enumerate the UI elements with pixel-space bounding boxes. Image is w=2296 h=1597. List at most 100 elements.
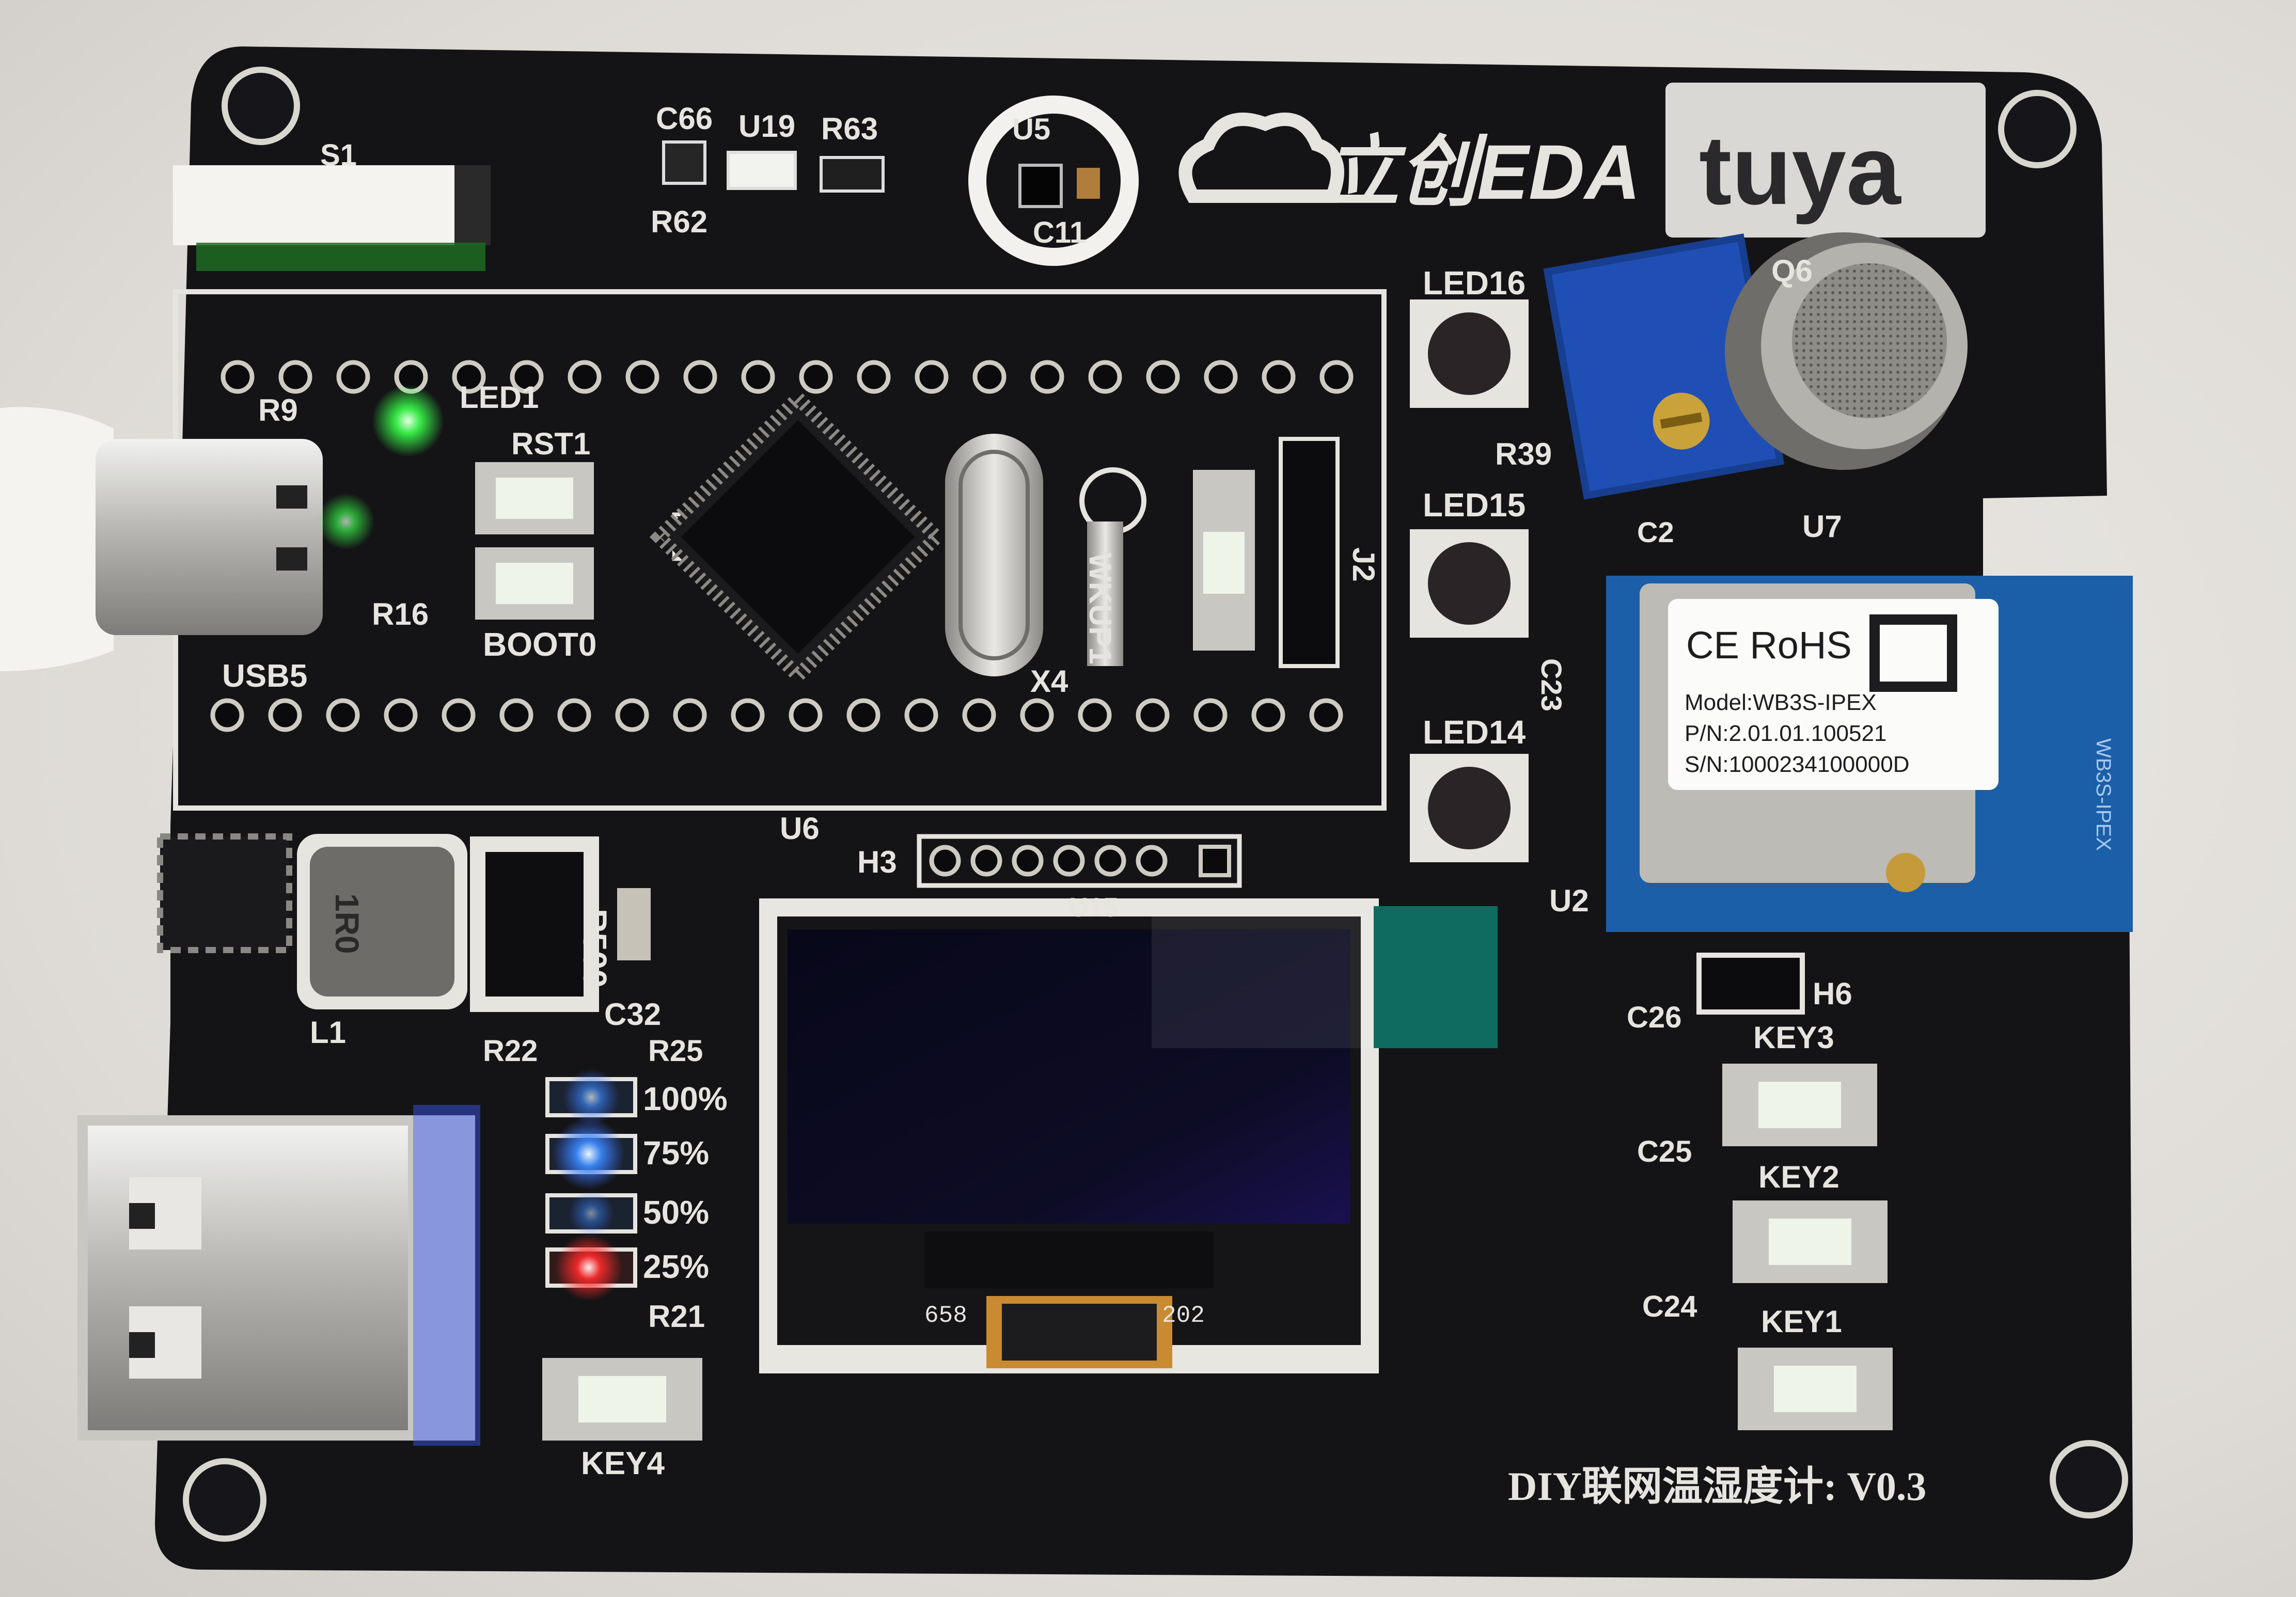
label-l1: L1: [310, 1015, 346, 1050]
module-model: Model:WB3S-IPEX: [1685, 690, 1877, 715]
key1-button-cap[interactable]: [1774, 1366, 1857, 1412]
label-c32: C32: [604, 997, 661, 1032]
module-side-text: WB3S-IPEX: [2092, 738, 2115, 851]
mount-hole-bottom-left: [183, 1458, 266, 1542]
header-h3-pins: [929, 845, 1231, 877]
cap-c11: [1077, 168, 1100, 199]
label-u5: U5: [1012, 113, 1050, 146]
key2-button-cap[interactable]: [1769, 1219, 1851, 1265]
header-j2: [1279, 437, 1340, 668]
label-c2: C2: [1637, 516, 1674, 548]
oled-screen: [788, 929, 1350, 1224]
battery-label-50: 50%: [643, 1194, 709, 1231]
key4-button-cap[interactable]: [578, 1376, 666, 1422]
slide-switch-s1[interactable]: [173, 165, 491, 245]
label-r63: R63: [821, 112, 878, 146]
label-q6: Q6: [1771, 254, 1813, 288]
battery-led-75-glow: [553, 1118, 625, 1190]
oled-pull-tab: [1374, 906, 1498, 1048]
label-boot0: BOOT0: [483, 626, 596, 663]
board-title: DIY联网温湿度计: V0.3: [1508, 1464, 1926, 1509]
label-j2: J2: [1346, 547, 1381, 582]
module-ce-rohs: CE RoHS: [1686, 624, 1852, 667]
usb-a-hole-bottom: [129, 1332, 155, 1358]
battery-label-75: 75%: [643, 1134, 709, 1172]
inductor-l1: [310, 847, 454, 997]
key3-button-cap[interactable]: [1758, 1082, 1841, 1128]
sensor-u19: [727, 151, 797, 190]
header-row-top: [221, 360, 1354, 394]
label-r9: R9: [258, 393, 298, 428]
label-u2: U2: [1549, 883, 1589, 918]
label-led14: LED14: [1423, 714, 1526, 751]
rgb-led-led16: [1410, 299, 1529, 408]
label-r16: R16: [372, 597, 429, 631]
label-r22: R22: [483, 1034, 538, 1068]
tuya-logo-text: tuya: [1699, 116, 1901, 225]
power-led-led1: [372, 385, 444, 457]
usb-c-pad-2: [276, 547, 307, 571]
header-row-bottom: [210, 698, 1343, 732]
label-r39: R39: [1495, 437, 1552, 471]
eda-logo-text: 立创EDA: [1322, 129, 1641, 215]
tuya-logo-plate: [1665, 83, 1986, 238]
battery-label-25: 25%: [643, 1248, 709, 1285]
label-c25: C25: [1637, 1135, 1692, 1168]
oled-label-left: 658: [924, 1302, 967, 1329]
label-h3: H3: [857, 845, 897, 879]
label-led15: LED15: [1423, 486, 1526, 524]
resistor-r63: [820, 156, 885, 193]
label-u15: U15: [1069, 893, 1118, 923]
mount-hole-bottom-right: [2050, 1440, 2128, 1519]
label-r25: R25: [648, 1034, 703, 1068]
chip-u8: [157, 833, 292, 953]
green-reflection: [318, 493, 374, 550]
label-key4: KEY4: [581, 1446, 665, 1481]
reset-button-cap[interactable]: [496, 478, 573, 519]
wakeup-button-cap[interactable]: [1203, 532, 1245, 594]
label-c26: C26: [1627, 1001, 1681, 1034]
module-qr-code-inner: [1880, 625, 1947, 682]
usb-c-connector[interactable]: [96, 439, 323, 635]
label-led1: LED1: [460, 380, 539, 415]
module-pn: P/N:2.01.01.100521: [1685, 721, 1886, 746]
oled-label-right: 202: [1162, 1302, 1205, 1329]
sense-resistor: [485, 852, 584, 997]
label-led16: LED16: [1423, 264, 1526, 302]
usb-a-blue-reflection: [413, 1105, 480, 1446]
label-r62: R62: [651, 204, 707, 239]
label-u7: U7: [1802, 509, 1842, 544]
cap-c66: [662, 140, 706, 185]
mount-hole-top-right: [1998, 90, 2077, 168]
label-u19: U19: [738, 109, 795, 144]
chip-u5: [1018, 164, 1063, 208]
oled-flex: [924, 1231, 1214, 1288]
label-x4: X4: [1030, 664, 1068, 699]
label-c66: C66: [656, 101, 713, 136]
label-s1: S1: [320, 138, 357, 172]
usb-a-port[interactable]: [88, 1126, 408, 1430]
ipex-antenna-connector: [1886, 853, 1925, 892]
label-key1: KEY1: [1761, 1304, 1842, 1339]
boot0-button-cap[interactable]: [496, 563, 573, 604]
module-sn: S/N:1000234100000D: [1685, 752, 1909, 777]
protective-film: [1152, 914, 1369, 1048]
resistor-marking: R500: [576, 909, 614, 988]
label-rst1: RST1: [511, 426, 590, 461]
label-key2: KEY2: [1758, 1160, 1839, 1194]
rgb-led-led15: [1410, 529, 1529, 638]
usb-a-hole-top: [129, 1203, 155, 1229]
label-u6: U6: [780, 811, 820, 846]
usb-cable: [0, 407, 114, 671]
mount-hole-top-left: [222, 67, 300, 145]
switch-actuator[interactable]: [454, 165, 491, 245]
label-c23: C23: [1535, 658, 1568, 711]
usb-c-pad-1: [276, 485, 307, 509]
label-wkup1: WKUP1: [1083, 552, 1118, 665]
label-usb5: USB5: [222, 658, 307, 694]
label-h6: H6: [1813, 976, 1852, 1011]
label-c24: C24: [1642, 1290, 1697, 1323]
inductor-marking: 1R0: [328, 893, 366, 954]
switch-pins-glow: [196, 243, 485, 271]
